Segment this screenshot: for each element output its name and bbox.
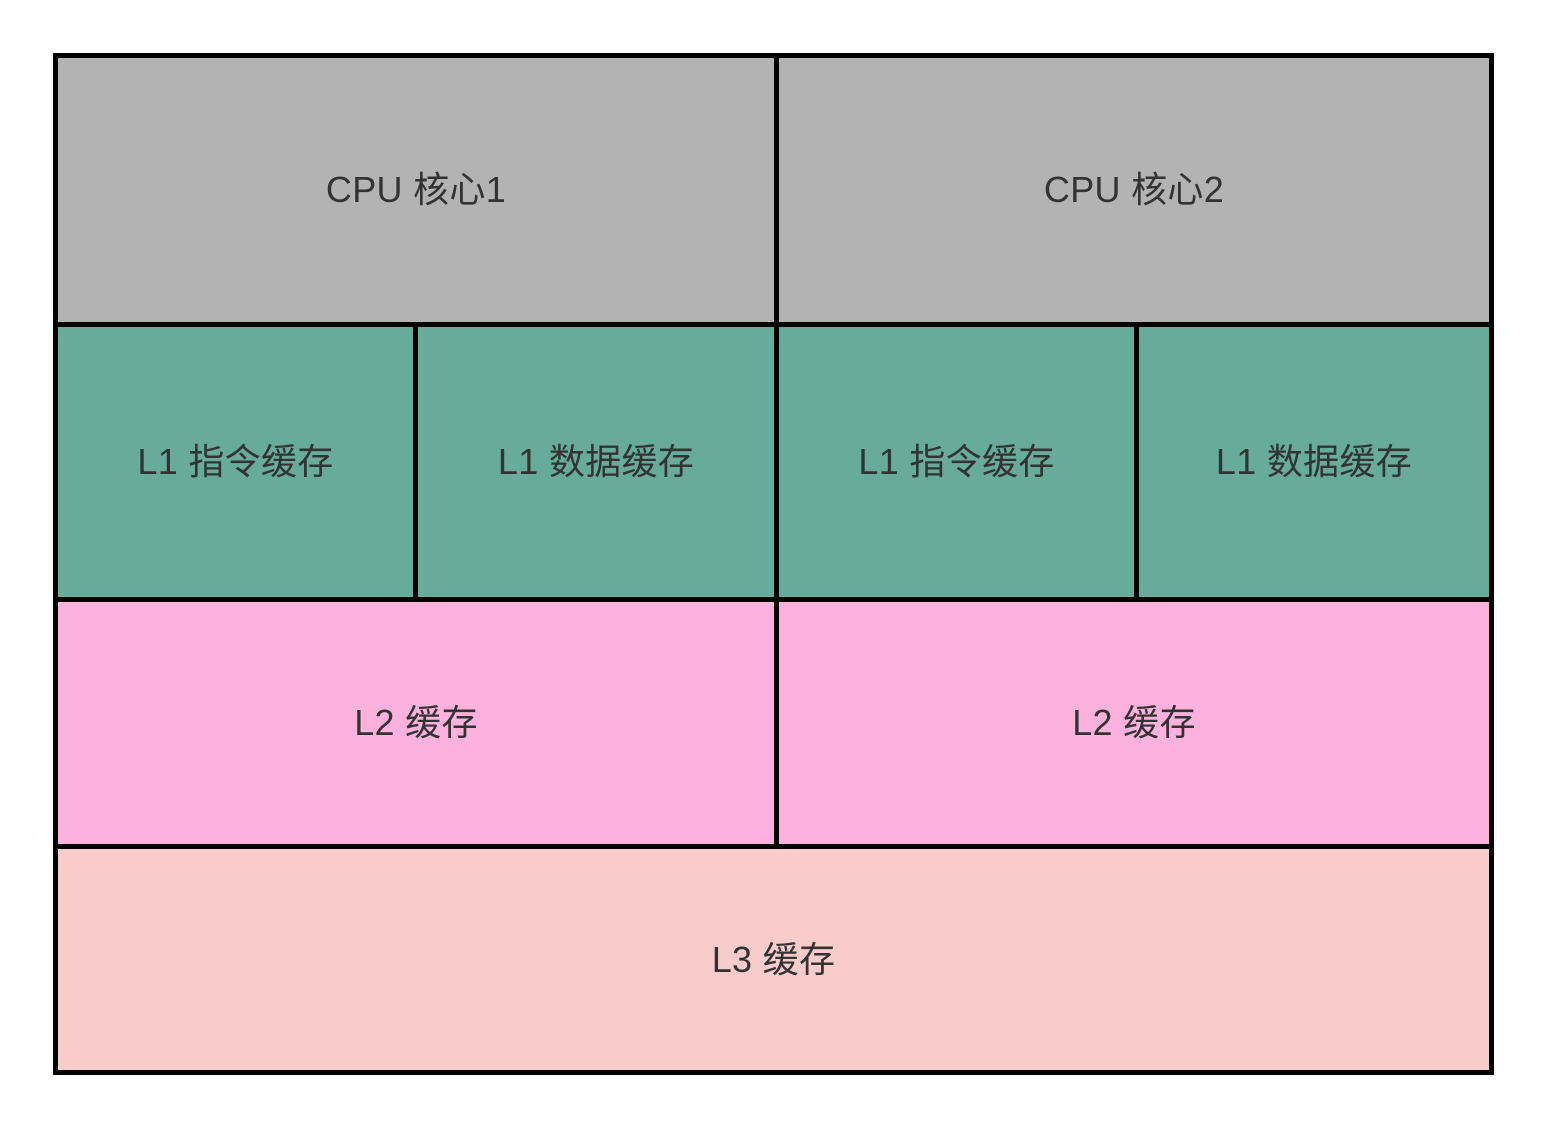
core1-column: CPU 核心1: [58, 58, 774, 322]
core1-l1-group: L1 指令缓存 L1 数据缓存: [58, 327, 774, 597]
cpu-cache-hierarchy-diagram: CPU 核心1 CPU 核心2 L1 指令缓存 L1 数据缓存 L1 指令缓存 …: [53, 53, 1494, 1075]
core2-l1-group: L1 指令缓存 L1 数据缓存: [779, 327, 1489, 597]
l1-cache-row: L1 指令缓存 L1 数据缓存 L1 指令缓存 L1 数据缓存: [58, 327, 1489, 597]
cpu-core-2-box: CPU 核心2: [779, 58, 1489, 322]
core1-l1-data-cache-box: L1 数据缓存: [418, 327, 774, 597]
core2-column: CPU 核心2: [779, 58, 1489, 322]
cpu-core-1-box: CPU 核心1: [58, 58, 774, 322]
core2-l2-group: L2 缓存: [779, 602, 1489, 844]
l2-cache-row: L2 缓存 L2 缓存: [58, 602, 1489, 844]
core1-l1-instruction-cache-box: L1 指令缓存: [58, 327, 413, 597]
cpu-core-row: CPU 核心1 CPU 核心2: [58, 58, 1489, 322]
core2-l2-cache-box: L2 缓存: [779, 602, 1489, 844]
core2-l1-instruction-cache-box: L1 指令缓存: [779, 327, 1134, 597]
core1-l2-group: L2 缓存: [58, 602, 774, 844]
l3-cache-row: L3 缓存: [58, 849, 1489, 1070]
shared-l3-cache-box: L3 缓存: [58, 849, 1489, 1070]
core2-l1-data-cache-box: L1 数据缓存: [1139, 327, 1489, 597]
core1-l2-cache-box: L2 缓存: [58, 602, 774, 844]
